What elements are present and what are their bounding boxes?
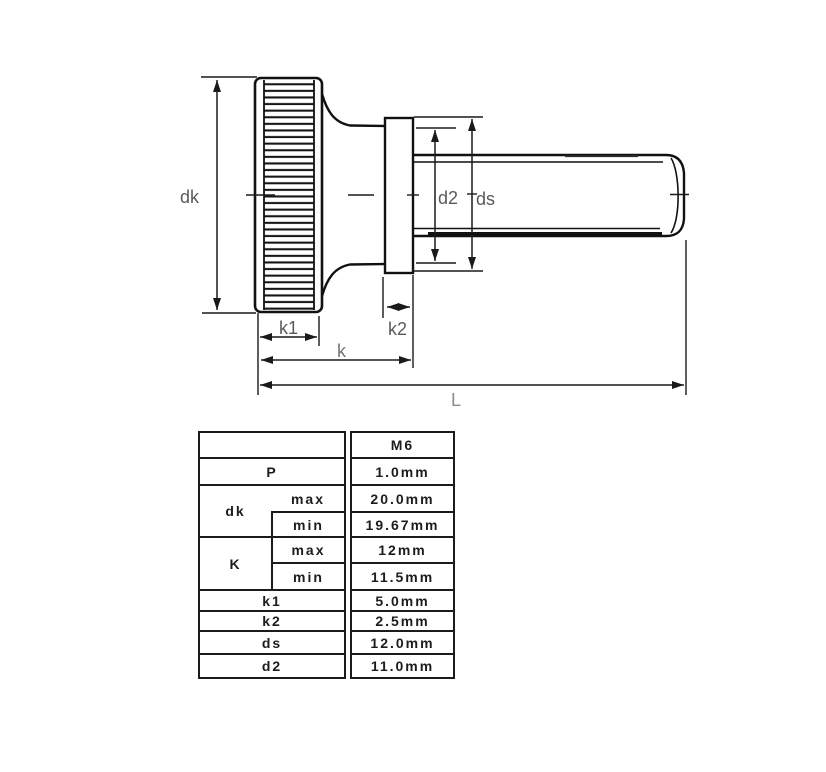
label-k2: k2: [388, 319, 407, 339]
row-label-k1: k1: [198, 589, 346, 612]
value-ds: 12.0mm: [350, 630, 455, 655]
dk-min-label: min: [271, 511, 346, 538]
dimension-lines: [213, 80, 684, 389]
row-label-ds: ds: [198, 630, 346, 655]
row-label-K: K: [198, 536, 273, 591]
row-label-k2: k2: [198, 610, 346, 632]
K-min-label: min: [271, 562, 346, 591]
spec-table-labels: P dk max min K max min k1 k2 ds d2: [198, 431, 346, 679]
label-k: k: [337, 341, 347, 361]
label-dk: dk: [180, 187, 200, 207]
label-k1: k1: [279, 318, 298, 338]
value-P: 1.0mm: [350, 457, 455, 486]
centerline: [246, 193, 689, 196]
screw-shaft: [413, 153, 686, 238]
label-L: L: [451, 390, 461, 410]
row-label-d2: d2: [198, 653, 346, 679]
row-label-dk: dk: [198, 484, 272, 538]
table-corner-cell: [198, 431, 346, 459]
size-header: M6: [350, 431, 455, 459]
spec-table-values: M6 1.0mm 20.0mm 19.67mm 12mm 11.5mm 5.0m…: [350, 431, 455, 679]
row-label-P: P: [198, 457, 346, 486]
value-K-max: 12mm: [350, 536, 455, 564]
value-k1: 5.0mm: [350, 589, 455, 612]
value-dk-min: 19.67mm: [350, 511, 455, 538]
value-k2: 2.5mm: [350, 610, 455, 632]
screw-hub: [320, 93, 387, 297]
value-d2: 11.0mm: [350, 653, 455, 679]
label-d2: d2: [438, 188, 458, 208]
dk-max-label: max: [272, 484, 346, 513]
K-max-label: max: [271, 536, 346, 564]
value-K-min: 11.5mm: [350, 562, 455, 591]
extension-lines: [201, 76, 687, 395]
label-ds: ds: [476, 189, 495, 209]
value-dk-max: 20.0mm: [350, 484, 455, 513]
